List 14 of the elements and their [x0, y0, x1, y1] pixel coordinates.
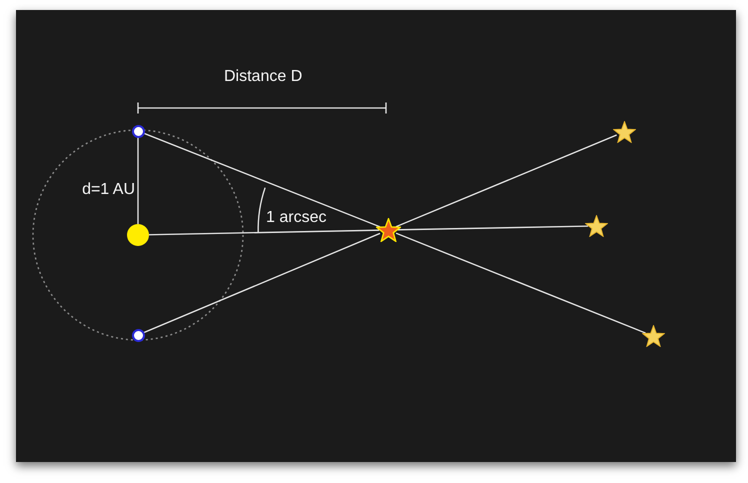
text-label: d=1 AU: [82, 181, 135, 200]
star-icon: [376, 218, 400, 242]
star-icon: [612, 121, 636, 143]
sight-line: [144, 232, 380, 334]
text-label: Distance D: [224, 68, 302, 86]
text-label: 1 arcsec: [266, 209, 326, 228]
sight-line: [396, 134, 617, 228]
sight-line: [396, 232, 646, 334]
orbit-radius-line: [137, 138, 139, 224]
star-icon: [642, 325, 664, 347]
sight-line: [144, 132, 380, 228]
star-icon: [584, 215, 608, 237]
sight-line: [148, 230, 380, 236]
sight-line: [396, 226, 588, 230]
